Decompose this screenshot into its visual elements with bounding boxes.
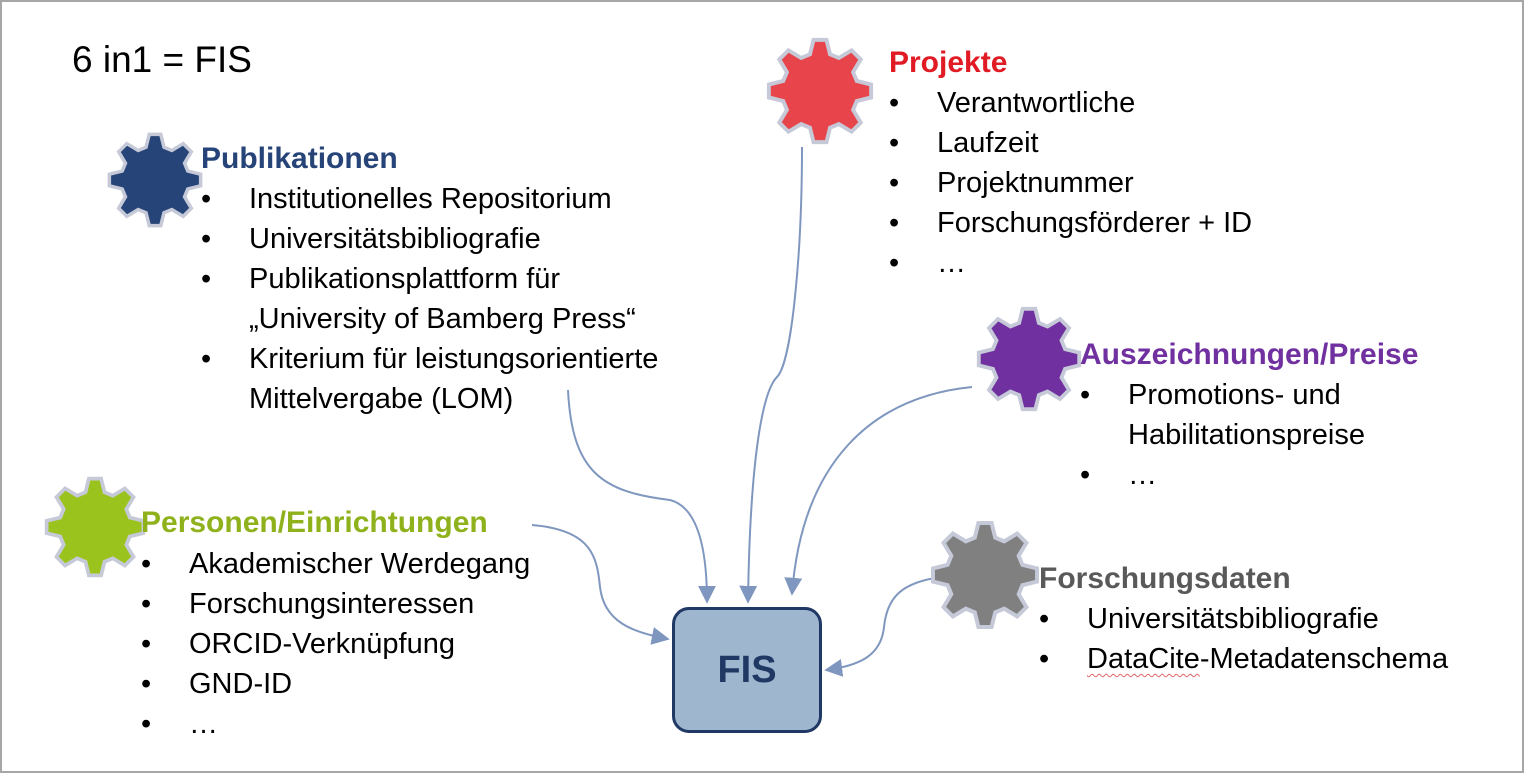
node-title-publikationen: Publikationen bbox=[201, 142, 398, 175]
list-item: Forschungsförderer + ID bbox=[889, 203, 1252, 243]
gear-icon-personen bbox=[44, 476, 146, 578]
list-item: Verantwortliche bbox=[889, 83, 1252, 123]
fis-node: FIS bbox=[672, 607, 822, 733]
node-list-publikationen: Institutionelles RepositoriumUniversität… bbox=[201, 179, 658, 419]
list-item: … bbox=[1080, 455, 1365, 495]
list-item: GND-ID bbox=[141, 664, 530, 704]
list-item: Akademischer Werdegang bbox=[141, 544, 530, 584]
node-list-forschungsdaten: UniversitätsbibliografieDataCite-Metadat… bbox=[1039, 599, 1448, 679]
list-item: … bbox=[889, 243, 1252, 283]
connector-personen bbox=[531, 524, 670, 645]
connector-publikationen bbox=[567, 389, 716, 604]
list-item: Institutionelles Repositorium bbox=[201, 179, 658, 219]
gear-icon-forschungsdaten bbox=[930, 520, 1040, 630]
gear-icon-publikationen bbox=[107, 132, 203, 228]
connector-auszeichnungen bbox=[784, 386, 973, 596]
list-item: DataCite-Metadatenschema bbox=[1039, 639, 1448, 679]
list-item: Projektnummer bbox=[889, 163, 1252, 203]
list-item: Publikationsplattform für„University of … bbox=[201, 259, 658, 339]
node-title-personen: Personen/Einrichtungen bbox=[141, 506, 488, 539]
node-list-projekte: VerantwortlicheLaufzeitProjektnummerFors… bbox=[889, 83, 1252, 283]
node-list-personen: Akademischer WerdegangForschungsinteress… bbox=[141, 544, 530, 744]
gear-icon-auszeichnungen bbox=[976, 306, 1082, 412]
node-title-forschungsdaten: Forschungsdaten bbox=[1039, 562, 1291, 595]
node-title-auszeichnungen: Auszeichnungen/Preise bbox=[1080, 338, 1419, 371]
list-item: Kriterium für leistungsorientierteMittel… bbox=[201, 339, 658, 419]
list-item: Laufzeit bbox=[889, 123, 1252, 163]
list-item: … bbox=[141, 704, 530, 744]
connector-forschungsdaten bbox=[824, 576, 943, 677]
list-item: Universitätsbibliografie bbox=[201, 219, 658, 259]
list-item: Universitätsbibliografie bbox=[1039, 599, 1448, 639]
gear-icon-projekte bbox=[766, 37, 874, 145]
page-title: 6 in1 = FIS bbox=[72, 39, 252, 80]
connector-projekte bbox=[739, 146, 803, 604]
list-item: Forschungsinteressen bbox=[141, 584, 530, 624]
node-list-auszeichnungen: Promotions- undHabilitationspreise… bbox=[1080, 375, 1365, 495]
node-title-projekte: Projekte bbox=[889, 46, 1008, 79]
list-item: ORCID-Verknüpfung bbox=[141, 624, 530, 664]
